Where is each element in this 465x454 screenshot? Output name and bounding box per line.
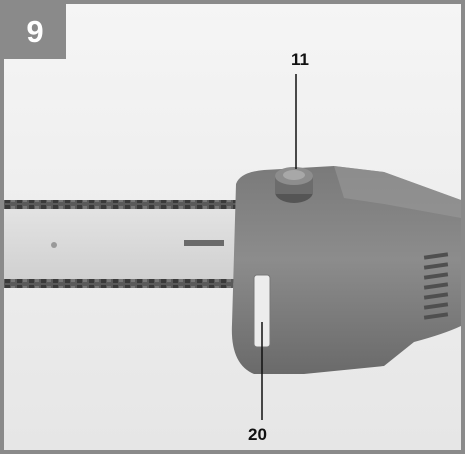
figure-number-badge: 9 xyxy=(4,4,66,59)
callout-label-11: 11 xyxy=(291,50,309,69)
callout-label-20: 20 xyxy=(248,425,267,444)
oil-tank-cap xyxy=(275,167,313,203)
guide-bar xyxy=(4,200,244,288)
vent-slits xyxy=(423,252,449,320)
product-photo xyxy=(4,4,461,450)
saw-body xyxy=(231,166,461,374)
